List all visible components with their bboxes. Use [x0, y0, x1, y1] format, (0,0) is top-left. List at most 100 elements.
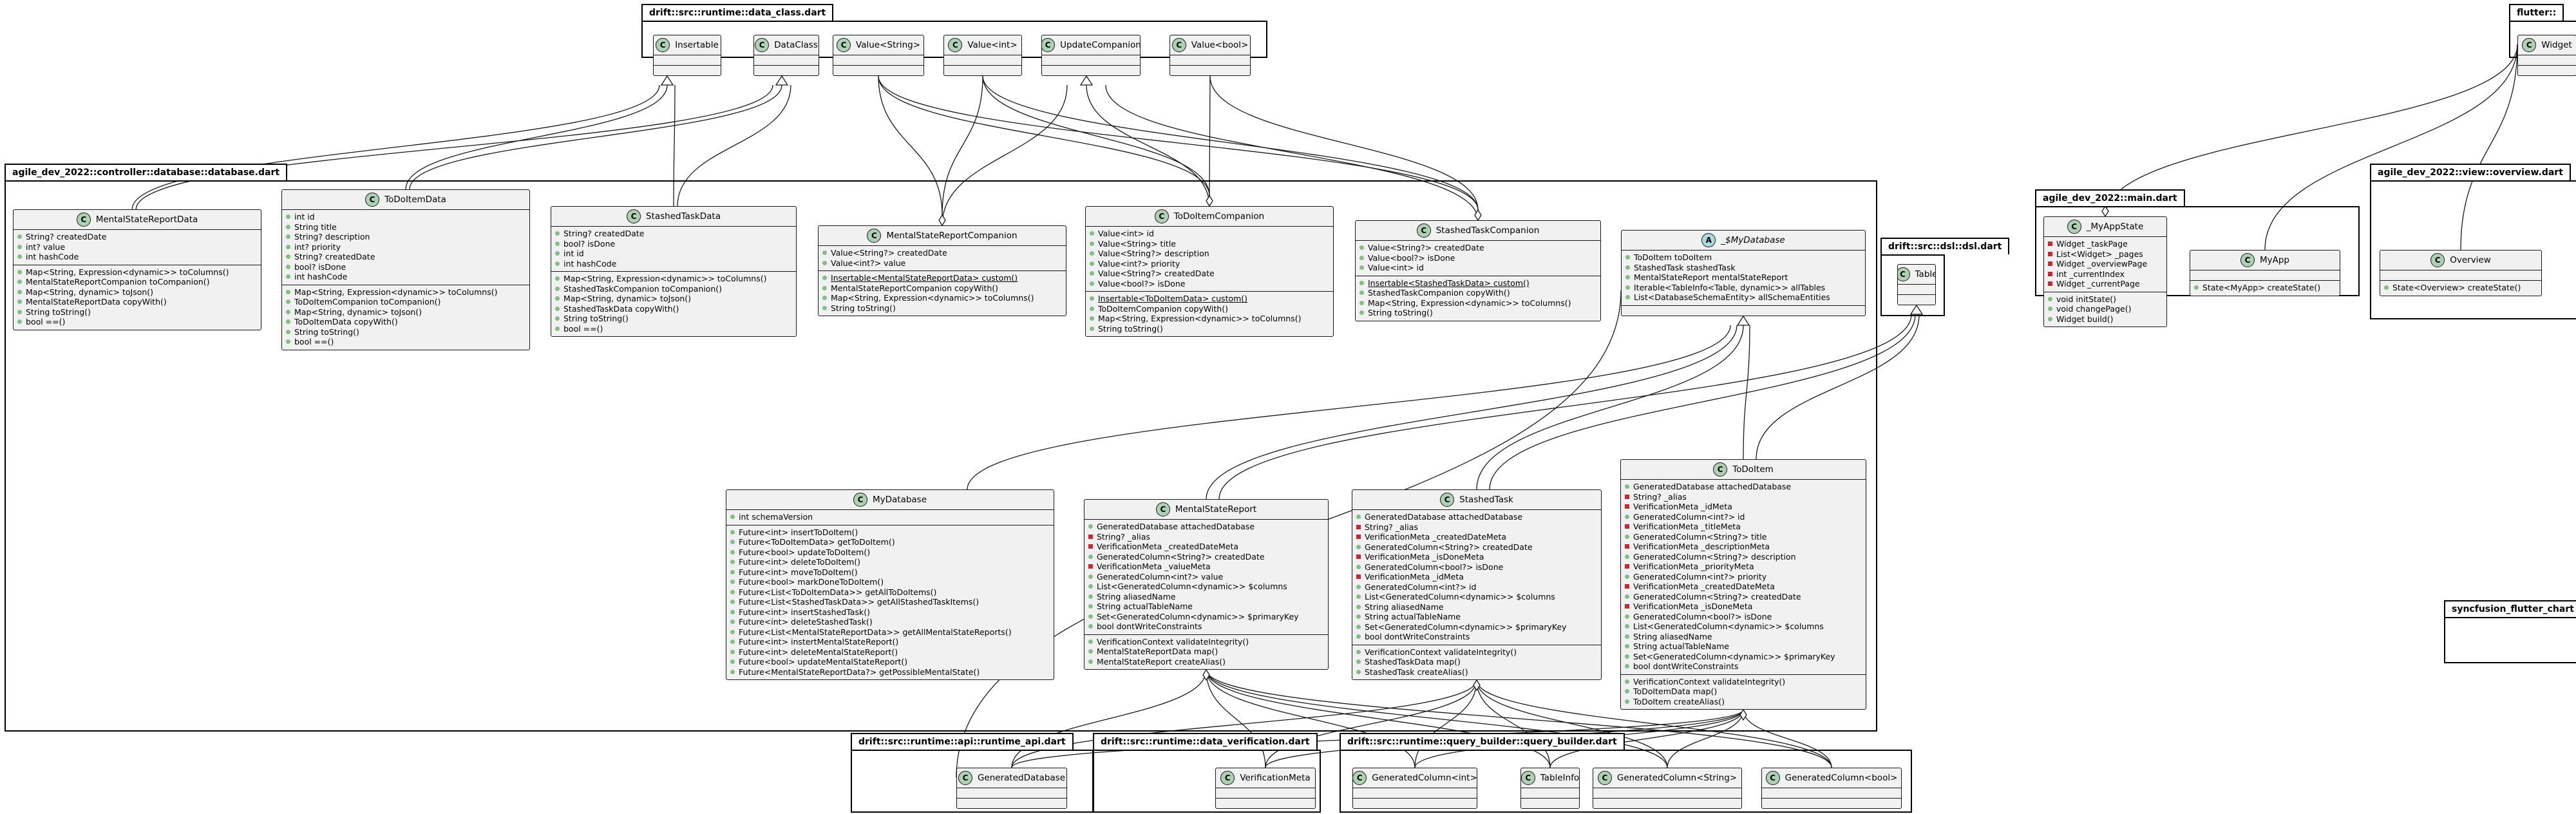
- method: bool ==(): [14, 317, 261, 327]
- field-text: List<Widget> _pages: [2056, 249, 2143, 259]
- field-text: String? createdDate: [26, 232, 107, 242]
- package-syncfusion: syncfusion_flutter_chart: [2444, 600, 2576, 663]
- private-visibility-icon: [2048, 281, 2052, 287]
- public-visibility-icon: [1090, 326, 1094, 331]
- field: String? _alias: [1352, 522, 1601, 533]
- public-visibility-icon: [286, 309, 290, 314]
- public-visibility-icon: [286, 299, 290, 305]
- field-text: VerificationMeta _idMeta: [1365, 572, 1464, 582]
- class-icon: C: [1597, 771, 1612, 785]
- class-name: ToDoItemData: [384, 194, 446, 205]
- inheritance-arrowhead: [660, 75, 674, 86]
- method: Future<bool> updateToDoItem(): [726, 547, 1054, 558]
- public-visibility-icon: [1359, 265, 1364, 270]
- field: int? value: [14, 242, 261, 252]
- field-text: Value<bool?> isDone: [1368, 252, 1455, 263]
- methods-section: [754, 65, 819, 75]
- public-visibility-icon: [1088, 574, 1093, 579]
- class-icon: C: [365, 193, 380, 207]
- class-icon: C: [76, 213, 91, 227]
- method-text: MentalStateReportCompanion copyWith(): [831, 283, 999, 293]
- public-visibility-icon: [730, 639, 735, 645]
- field-text: int hashCode: [564, 258, 617, 269]
- method-text: Future<List<StashedTaskData>> getAllStas…: [739, 597, 980, 607]
- public-visibility-icon: [730, 589, 735, 594]
- field: List<DatabaseSchemaEntity> allSchemaEnti…: [1622, 292, 1865, 303]
- field: String actualTableName: [1352, 612, 1601, 622]
- method: MentalStateReportCompanion toCompanion(): [14, 277, 261, 287]
- public-visibility-icon: [2048, 296, 2052, 301]
- public-visibility-icon: [1356, 614, 1361, 620]
- fields-section: [1216, 788, 1315, 798]
- field: VerificationMeta _idMeta: [1352, 572, 1601, 582]
- field: MentalStateReport mentalStateReport: [1622, 272, 1865, 283]
- class-icon: C: [853, 493, 867, 507]
- class-header: A_$MyDatabase: [1622, 231, 1865, 250]
- method-text: void initState(): [2056, 294, 2117, 304]
- public-visibility-icon: [1090, 271, 1094, 276]
- methods-section: Map<String, Expression<dynamic>> toColum…: [282, 284, 529, 350]
- public-visibility-icon: [730, 549, 735, 554]
- public-visibility-icon: [2384, 285, 2389, 290]
- private-visibility-icon: [1088, 544, 1093, 549]
- field-text: int? priority: [294, 241, 341, 252]
- field: VerificationMeta _isDoneMeta: [1621, 601, 1866, 612]
- public-visibility-icon: [1088, 659, 1093, 664]
- field-text: VerificationMeta _createdDateMeta: [1633, 582, 1776, 592]
- method-text: Map<String, Expression<dynamic>> toColum…: [1368, 298, 1571, 308]
- field-text: String? description: [294, 232, 370, 242]
- public-visibility-icon: [1625, 514, 1629, 519]
- public-visibility-icon: [286, 224, 290, 229]
- field: GeneratedColumn<bool?> isDone: [1352, 562, 1601, 573]
- methods-section: Insertable<ToDoItemData> custom()ToDoIte…: [1086, 291, 1333, 336]
- field-text: GeneratedColumn<String?> createdDate: [1365, 542, 1533, 552]
- class-name: UpdateCompanion: [1060, 40, 1141, 50]
- field: GeneratedColumn<int?> value: [1084, 572, 1328, 582]
- method: ToDoItem createAlias(): [1621, 697, 1866, 707]
- method-text: Future<List<ToDoItemData>> getAllToDoIte…: [739, 587, 937, 597]
- class-icon: C: [1898, 267, 1910, 281]
- method-text: bool ==(): [564, 323, 603, 334]
- fields-section: [1521, 788, 1579, 798]
- field: int hashCode: [282, 272, 529, 282]
- field-text: int hashCode: [26, 252, 79, 262]
- public-visibility-icon: [1359, 290, 1364, 296]
- field-text: ToDoItem toDoItem: [1634, 252, 1712, 263]
- methods-section: State<MyApp> createState(): [2190, 280, 2340, 296]
- method: Future<int> deleteMentalStateReport(): [726, 647, 1054, 658]
- public-visibility-icon: [1625, 614, 1629, 619]
- method-text: MentalStateReportData copyWith(): [26, 297, 167, 307]
- field-text: GeneratedDatabase attachedDatabase: [1633, 482, 1792, 492]
- fields-section: [1170, 55, 1250, 65]
- class-icon: C: [755, 38, 770, 52]
- field-text: String aliasedName: [1365, 601, 1444, 612]
- method: Future<int> insertStashedTask(): [726, 607, 1054, 618]
- method-text: VerificationContext validateIntegrity(): [1365, 647, 1517, 657]
- private-visibility-icon: [1625, 494, 1629, 499]
- inheritance-arrowhead: [1079, 75, 1094, 86]
- method-text: MentalStateReportCompanion toCompanion(): [26, 277, 210, 287]
- public-visibility-icon: [17, 269, 22, 274]
- field: int id: [282, 212, 529, 222]
- class-icon: C: [2240, 253, 2255, 267]
- method: ToDoItemData copyWith(): [282, 317, 529, 327]
- public-visibility-icon: [286, 234, 290, 240]
- field: String? createdDate: [282, 252, 529, 262]
- field: VerificationMeta _descriptionMeta: [1621, 542, 1866, 552]
- method-text: ToDoItemData map(): [1633, 686, 1718, 697]
- field-text: Widget _overviewPage: [2056, 259, 2148, 269]
- public-visibility-icon: [730, 560, 735, 565]
- field: Set<GeneratedColumn<dynamic>> $primaryKe…: [1352, 622, 1601, 632]
- class-name: Table: [1915, 269, 1936, 279]
- method: Widget build(): [2044, 314, 2166, 325]
- class-icon: C: [656, 38, 670, 52]
- private-visibility-icon: [1356, 524, 1361, 529]
- class-name: Value<bool>: [1191, 40, 1249, 50]
- public-visibility-icon: [1625, 265, 1630, 270]
